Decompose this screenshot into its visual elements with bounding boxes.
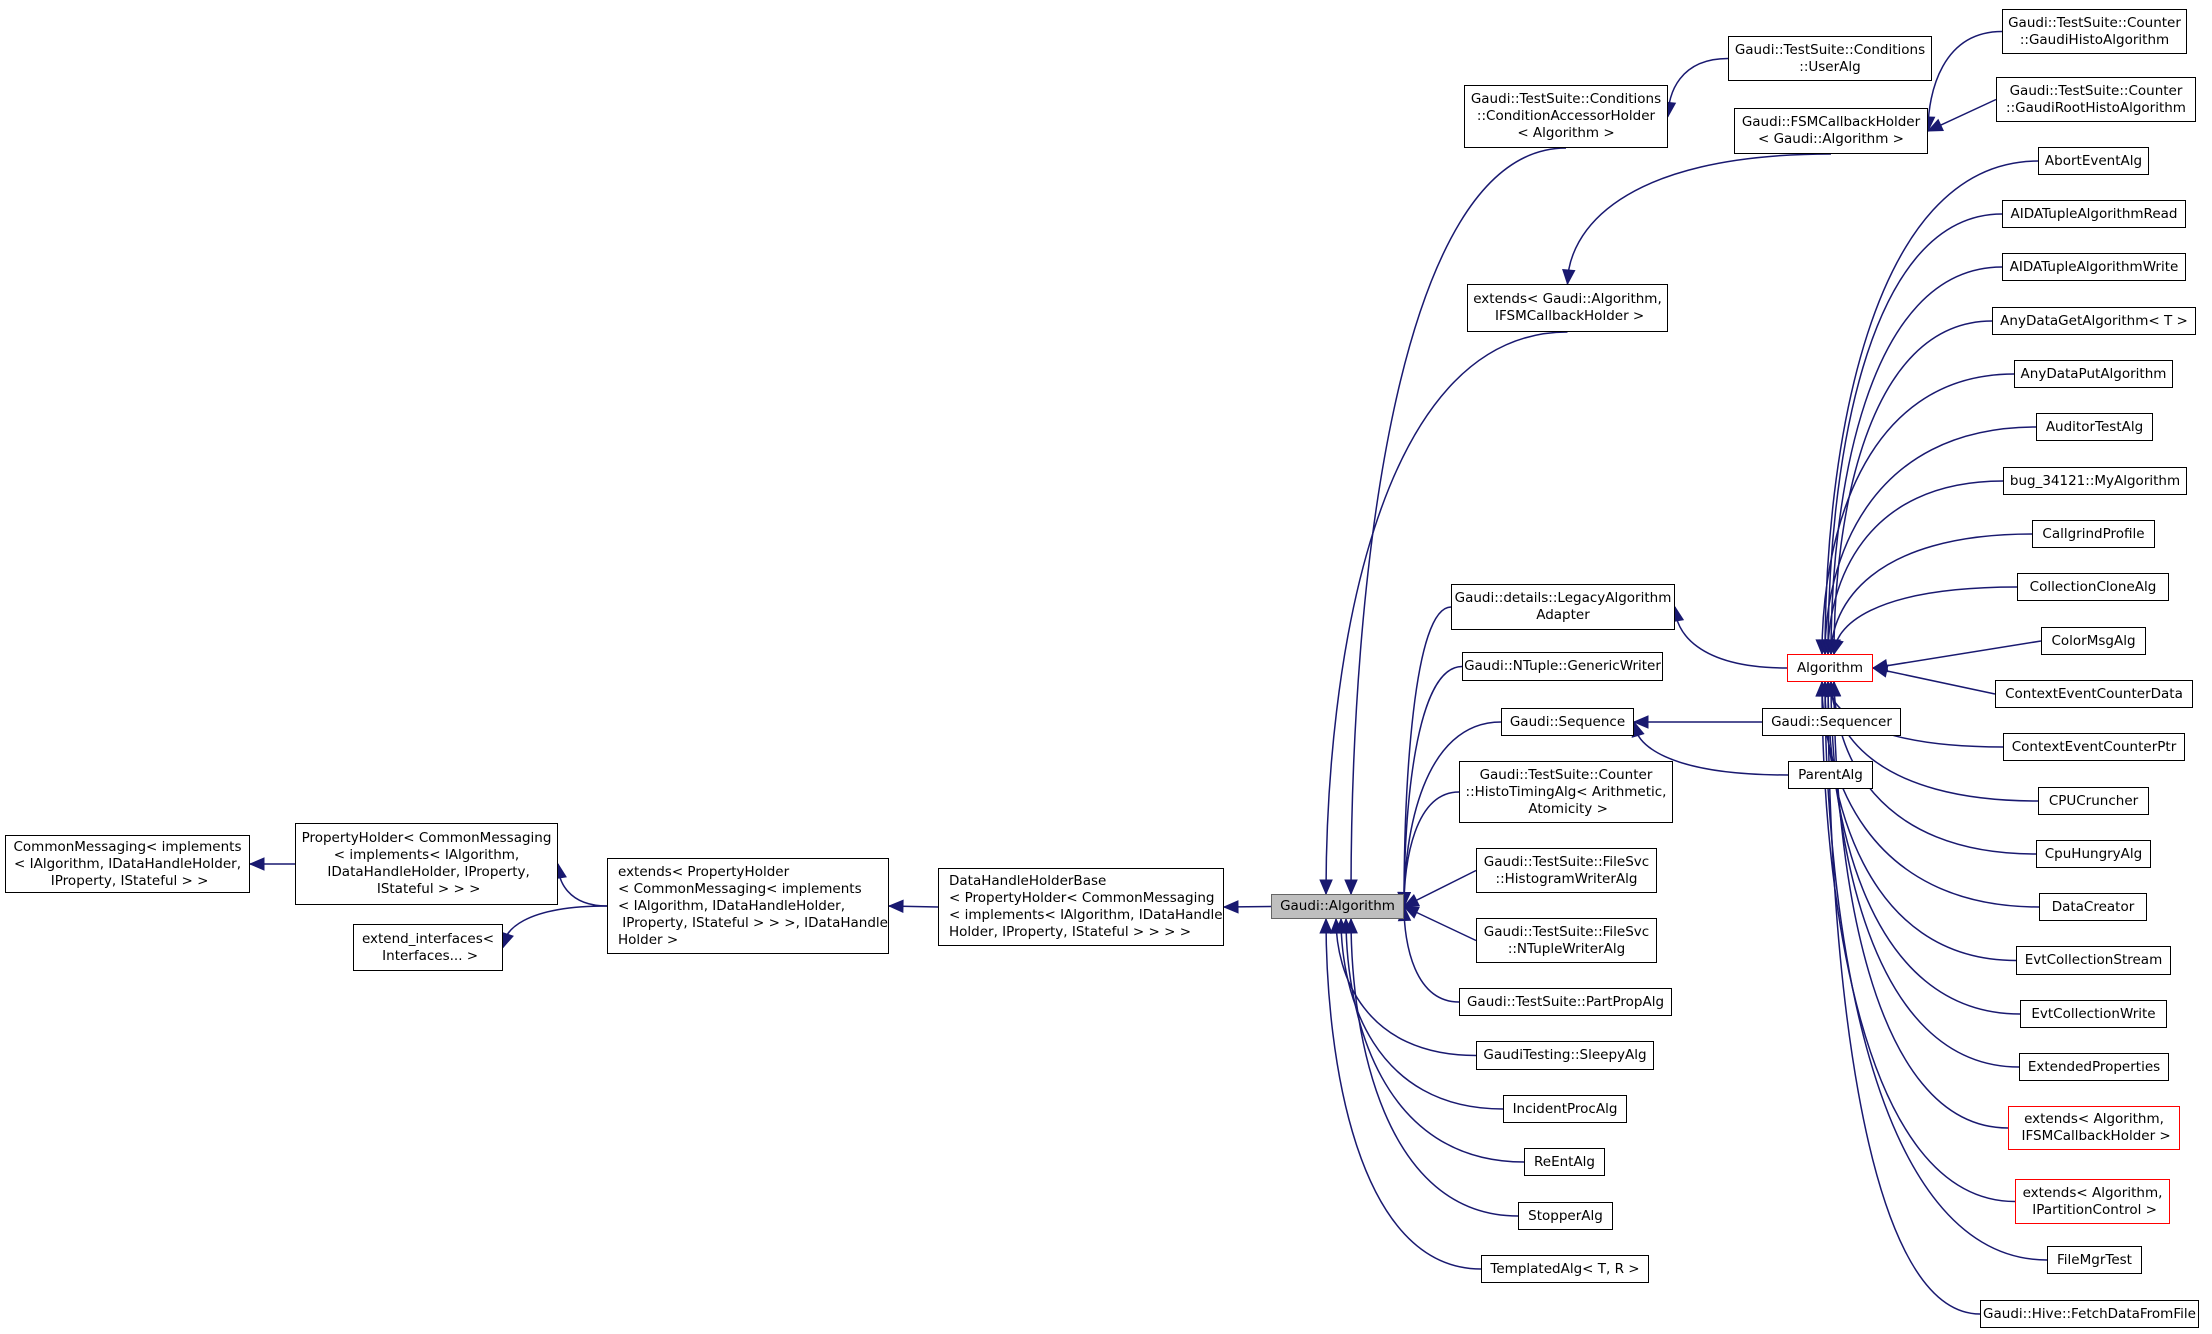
arrowhead-property_holder-to-common_messaging [248, 857, 265, 871]
edge-any_data_get-to-algorithm [1833, 320, 1993, 655]
node-file-mgr-test[interactable]: FileMgrTest [2047, 1246, 2142, 1274]
edge-fetch_data_from_file-to-algorithm [1827, 681, 1981, 1315]
node-conditions-useralg[interactable]: Gaudi::TestSuite::Conditions ::UserAlg [1728, 36, 1932, 81]
edge-auditor_test_alg-to-algorithm [1824, 426, 2037, 655]
node-ntuple-generic-writer[interactable]: Gaudi::NTuple::GenericWriter [1462, 652, 1663, 681]
node-fetch-data-from-file[interactable]: Gaudi::Hive::FetchDataFromFile [1980, 1300, 2199, 1328]
arrowhead-stopper_alg-to-gaudi_algorithm [1344, 917, 1358, 934]
node-stopper-alg[interactable]: StopperAlg [1518, 1202, 1613, 1230]
node-extends-algorithm-partition[interactable]: extends< Algorithm, IPartitionControl > [2015, 1179, 2170, 1224]
node-data-creator[interactable]: DataCreator [2039, 893, 2147, 921]
node-gaudi-algorithm-current: Gaudi::Algorithm [1271, 894, 1404, 919]
edge-cpu_cruncher-to-algorithm [1830, 681, 2039, 802]
arrowhead-fsm_callback_holder-to-extends_gaudi_algorithm_fsm [1562, 268, 1576, 286]
node-abort-event-alg[interactable]: AbortEventAlg [2038, 147, 2149, 175]
node-part-prop-alg[interactable]: Gaudi::TestSuite::PartPropAlg [1459, 988, 1672, 1016]
node-any-data-get[interactable]: AnyDataGetAlgorithm< T > [1992, 307, 2196, 335]
arrowhead-context_event_counter_data-to-algorithm [1871, 664, 1889, 678]
edge-extended_properties-to-algorithm [1830, 681, 2020, 1068]
node-legacy-algorithm-adapter[interactable]: Gaudi::details::LegacyAlgorithm Adapter [1451, 584, 1675, 630]
arrowhead-extends_gaudi_algorithm_fsm-to-gaudi_algorithm [1319, 879, 1333, 896]
edge-any_data_put-to-algorithm [1821, 373, 2015, 655]
node-extends-algorithm-fsm[interactable]: extends< Algorithm, IFSMCallbackHolder > [2008, 1106, 2180, 1150]
node-gaudi-sequencer[interactable]: Gaudi::Sequencer [1762, 708, 1901, 736]
edge-condition_accessor_holder-to-gaudi_algorithm [1350, 147, 1567, 895]
edge-aida_tuple_read-to-algorithm [1827, 213, 2003, 655]
node-templated-alg[interactable]: TemplatedAlg< T, R > [1481, 1255, 1649, 1283]
node-counter-gaudiroothisto[interactable]: Gaudi::TestSuite::Counter ::GaudiRootHis… [1996, 77, 2196, 122]
edge-histo_timing_alg-to-gaudi_algorithm [1403, 791, 1460, 907]
arrowhead-extends_property_holder-to-extend_interfaces [501, 931, 514, 949]
arrowhead-counter_gaudiroothisto-to-fsm_callback_holder [1926, 118, 1944, 132]
arrowhead-templated_alg-to-gaudi_algorithm [1319, 917, 1333, 934]
node-gaudi-sequence[interactable]: Gaudi::Sequence [1501, 708, 1634, 736]
edge-counter_gaudihisto-to-fsm_callback_holder [1927, 30, 2003, 132]
node-aida-tuple-write[interactable]: AIDATupleAlgorithmWrite [2002, 253, 2186, 281]
edge-abort_event_alg-to-algorithm [1824, 160, 2039, 655]
node-color-msg-alg[interactable]: ColorMsgAlg [2041, 627, 2146, 655]
node-context-event-counter-ptr[interactable]: ContextEventCounterPtr [2003, 733, 2185, 761]
node-incident-proc-alg[interactable]: IncidentProcAlg [1503, 1095, 1627, 1123]
arrowhead-condition_accessor_holder-to-gaudi_algorithm [1344, 879, 1358, 896]
edge-callgrind_profile-to-algorithm [1830, 533, 2033, 655]
edge-evt_collection_write-to-algorithm [1827, 681, 2021, 1015]
arrowhead-collection_clone_alg-to-algorithm [1830, 638, 1844, 656]
node-property-holder[interactable]: PropertyHolder< CommonMessaging < implem… [295, 823, 558, 905]
arrowhead-gaudi_algorithm-to-data_handle_holder_base [1222, 900, 1239, 914]
node-parent-alg[interactable]: ParentAlg [1788, 761, 1873, 789]
node-data-handle-holder-base[interactable]: DataHandleHolderBase < PropertyHolder< C… [938, 868, 1224, 946]
edge-extends_gaudi_algorithm_fsm-to-gaudi_algorithm [1325, 331, 1568, 895]
node-callgrind-profile[interactable]: CallgrindProfile [2032, 520, 2155, 548]
edge-legacy_algorithm_adapter-to-gaudi_algorithm [1403, 606, 1452, 907]
node-fsm-callback-holder[interactable]: Gaudi::FSMCallbackHolder < Gaudi::Algori… [1734, 108, 1928, 154]
node-aida-tuple-read[interactable]: AIDATupleAlgorithmRead [2002, 200, 2186, 228]
node-cpu-cruncher[interactable]: CPUCruncher [2038, 787, 2149, 815]
node-extends-property-holder[interactable]: extends< PropertyHolder < CommonMessagin… [607, 858, 889, 954]
node-re-ent-alg[interactable]: ReEntAlg [1524, 1148, 1605, 1176]
arrowhead-data_handle_holder_base-to-extends_property_holder [887, 899, 904, 914]
edge-collection_clone_alg-to-algorithm [1833, 586, 2018, 655]
node-cpu-hungry-alg[interactable]: CpuHungryAlg [2036, 840, 2151, 868]
edge-templated_alg-to-gaudi_algorithm [1325, 918, 1482, 1270]
edge-re_ent_alg-to-gaudi_algorithm [1345, 918, 1525, 1163]
node-ntuple-writer-alg[interactable]: Gaudi::TestSuite::FileSvc ::NTupleWriter… [1476, 918, 1657, 963]
node-auditor-test-alg[interactable]: AuditorTestAlg [2036, 413, 2153, 441]
node-common-messaging[interactable]: CommonMessaging< implements < IAlgorithm… [5, 835, 250, 893]
node-extend-interfaces[interactable]: extend_interfaces< Interfaces... > [353, 924, 503, 971]
edge-bug_34121-to-algorithm [1827, 480, 2004, 655]
node-histo-timing-alg[interactable]: Gaudi::TestSuite::Counter ::HistoTimingA… [1459, 761, 1673, 823]
node-sleepy-alg[interactable]: GaudiTesting::SleepyAlg [1476, 1041, 1654, 1070]
edge-algorithm-to-legacy_algorithm_adapter [1674, 606, 1788, 669]
node-histogram-writer-alg[interactable]: Gaudi::TestSuite::FileSvc ::HistogramWri… [1476, 848, 1657, 893]
edge-conditions_useralg-to-condition_accessor_holder [1667, 57, 1729, 117]
node-evt-collection-write[interactable]: EvtCollectionWrite [2020, 1000, 2167, 1028]
edge-fsm_callback_holder-to-extends_gaudi_algorithm_fsm [1566, 153, 1832, 285]
node-extended-properties[interactable]: ExtendedProperties [2019, 1053, 2169, 1081]
edge-extends_property_holder-to-extend_interfaces [502, 905, 608, 948]
node-bug-34121[interactable]: bug_34121::MyAlgorithm [2003, 467, 2187, 495]
arrowhead-histogram_writer_alg-to-gaudi_algorithm [1402, 893, 1420, 908]
edge-part_prop_alg-to-gaudi_algorithm [1403, 906, 1460, 1003]
node-context-event-counter-data[interactable]: ContextEventCounterData [1995, 680, 2193, 708]
arrowhead-gaudi_sequencer-to-gaudi_sequence [1632, 715, 1649, 729]
edge-stopper_alg-to-gaudi_algorithm [1350, 918, 1519, 1217]
edge-ntuple_generic_writer-to-gaudi_algorithm [1403, 665, 1463, 907]
node-algorithm[interactable]: Algorithm [1787, 654, 1873, 682]
edge-context_event_counter_data-to-algorithm [1872, 667, 1996, 695]
node-counter-gaudihisto[interactable]: Gaudi::TestSuite::Counter ::GaudiHistoAl… [2002, 9, 2187, 54]
edge-extends_property_holder-to-property_holder [557, 863, 608, 907]
node-condition-accessor-holder[interactable]: Gaudi::TestSuite::Conditions ::Condition… [1464, 85, 1668, 148]
edge-sleepy_alg-to-gaudi_algorithm [1335, 918, 1477, 1057]
node-evt-collection-stream[interactable]: EvtCollectionStream [2016, 946, 2171, 975]
edge-incident_proc_alg-to-gaudi_algorithm [1340, 918, 1504, 1110]
edge-color_msg_alg-to-algorithm [1872, 640, 2042, 669]
arrowhead-ntuple_writer_alg-to-gaudi_algorithm [1402, 905, 1420, 919]
node-any-data-put[interactable]: AnyDataPutAlgorithm [2014, 360, 2173, 388]
arrowhead-fetch_data_from_file-to-algorithm [1821, 680, 1835, 697]
node-extends-gaudi-algorithm-fsm[interactable]: extends< Gaudi::Algorithm, IFSMCallbackH… [1467, 284, 1668, 332]
node-collection-clone-alg[interactable]: CollectionCloneAlg [2017, 573, 2169, 601]
